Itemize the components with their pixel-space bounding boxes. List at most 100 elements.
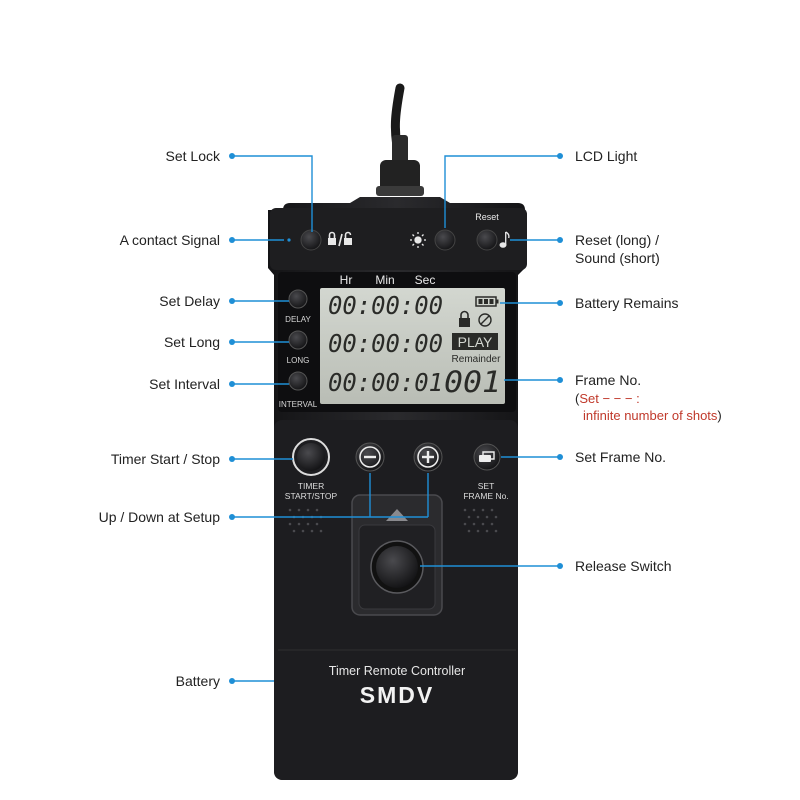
frame-note-line1: (Set − − − : [575, 390, 640, 407]
plus-icon [417, 446, 439, 468]
frame-icon [479, 451, 495, 462]
grille-hole [481, 522, 485, 526]
cable [376, 83, 424, 196]
label-timer-start-stop: Timer Start / Stop [110, 451, 220, 467]
label-release-switch: Release Switch [575, 558, 672, 574]
label-reset-line2: Sound (short) [575, 250, 660, 266]
label-set-lock: Set Lock [165, 148, 220, 164]
grille-hole [463, 508, 467, 512]
top-buttons: Reset [287, 212, 510, 251]
leader-dots [229, 153, 563, 684]
grille-hole [319, 529, 323, 533]
battery-icon [475, 296, 499, 307]
label-set-frame-no: Set Frame No. [575, 449, 667, 465]
play-indicator [452, 333, 498, 350]
interval-time: 00:00:01 [328, 368, 443, 397]
reset-label: Reset [475, 212, 499, 222]
timer-label-line1: TIMER [298, 481, 324, 491]
grille-hole [476, 529, 480, 533]
grille-hole [467, 515, 471, 519]
sun-icon [410, 232, 426, 248]
grille-hole [288, 508, 292, 512]
label-reset-line1: Reset (long) / [575, 232, 660, 248]
set-label-line2: FRAME No. [463, 491, 508, 501]
label-lcd-light: LCD Light [575, 148, 638, 164]
contact-signal-led [287, 238, 291, 242]
long-label: LONG [287, 356, 310, 365]
frame-note-close: ) [717, 408, 722, 423]
lock-button[interactable] [300, 229, 322, 251]
lcd-rows: 00:00:00 00:00:00 00:00:01 001 [328, 291, 501, 399]
grille-hole [490, 508, 494, 512]
grille-hole [472, 508, 476, 512]
long-button[interactable] [288, 330, 308, 350]
grille-hole [315, 508, 319, 512]
interval-button[interactable] [288, 371, 308, 391]
frame-count: 001 [444, 365, 501, 399]
grille-hole [494, 515, 498, 519]
remainder-label: Remainder [452, 354, 502, 365]
label-battery: Battery [175, 673, 220, 689]
label-up-down: Up / Down at Setup [98, 509, 220, 525]
play-label: PLAY [458, 334, 493, 350]
grille-hole [306, 508, 310, 512]
grille-hole [476, 515, 480, 519]
delay-button[interactable] [288, 289, 308, 309]
release-switch [351, 494, 443, 616]
timer-label-line2: START/STOP [285, 491, 338, 501]
minus-icon [359, 446, 381, 468]
label-frame-no: Frame No. [575, 372, 642, 388]
frame-note-set: Set − − − : [579, 391, 640, 406]
grille-hole [472, 522, 476, 526]
delay-label: DELAY [285, 315, 311, 324]
grille-hole [463, 522, 467, 526]
release-button[interactable] [376, 546, 418, 588]
speaker-grille-right [463, 508, 498, 533]
sound-off-icon [478, 313, 492, 327]
interval-label: INTERVAL [279, 400, 318, 409]
grille-hole [485, 529, 489, 533]
brand-logo: SMDV [360, 682, 434, 708]
label-set-long: Set Long [163, 334, 220, 350]
label-set-interval: Set Interval [149, 376, 220, 392]
triangle-up-icon [386, 509, 408, 521]
lock-unlock-icon [328, 231, 352, 247]
grille-hole [310, 529, 314, 533]
grille-hole [301, 529, 305, 533]
grille-hole [306, 522, 310, 526]
delay-time: 00:00:00 [328, 291, 443, 320]
min-label: Min [375, 273, 394, 287]
grille-hole [467, 529, 471, 533]
label-contact-signal: A contact Signal [119, 232, 220, 248]
grille-hole [490, 522, 494, 526]
grille-hole [494, 529, 498, 533]
grille-hole [292, 529, 296, 533]
hr-label: Hr [340, 273, 353, 287]
side-buttons: DELAY LONG INTERVAL [279, 289, 318, 409]
product-name: Timer Remote Controller [329, 664, 465, 678]
timer-start-stop-button[interactable] [297, 443, 325, 471]
music-note-icon [499, 231, 510, 248]
lcd-header: Hr Min Sec [340, 273, 436, 287]
grille-hole [297, 508, 301, 512]
leader-lines [232, 155, 560, 682]
sec-label: Sec [415, 273, 436, 287]
frame-note-infinite: infinite number of shots [583, 408, 718, 423]
frame-note-line2: infinite number of shots) [583, 407, 722, 424]
grille-hole [481, 508, 485, 512]
grille-hole [315, 522, 319, 526]
control-buttons: TIMER START/STOP SET FRAME No. [285, 438, 509, 501]
reset-button[interactable] [476, 229, 498, 251]
lcd-lock-icon [459, 310, 470, 327]
frame-note-open: ( [575, 391, 580, 406]
long-time: 00:00:00 [328, 329, 443, 358]
grille-hole [297, 522, 301, 526]
lcd-light-button[interactable] [434, 229, 456, 251]
lcd-screen [320, 288, 505, 404]
set-label-line1: SET [478, 481, 495, 491]
grille-hole [288, 522, 292, 526]
label-set-delay: Set Delay [159, 293, 220, 309]
label-battery-remains: Battery Remains [575, 295, 679, 311]
grille-hole [485, 515, 489, 519]
